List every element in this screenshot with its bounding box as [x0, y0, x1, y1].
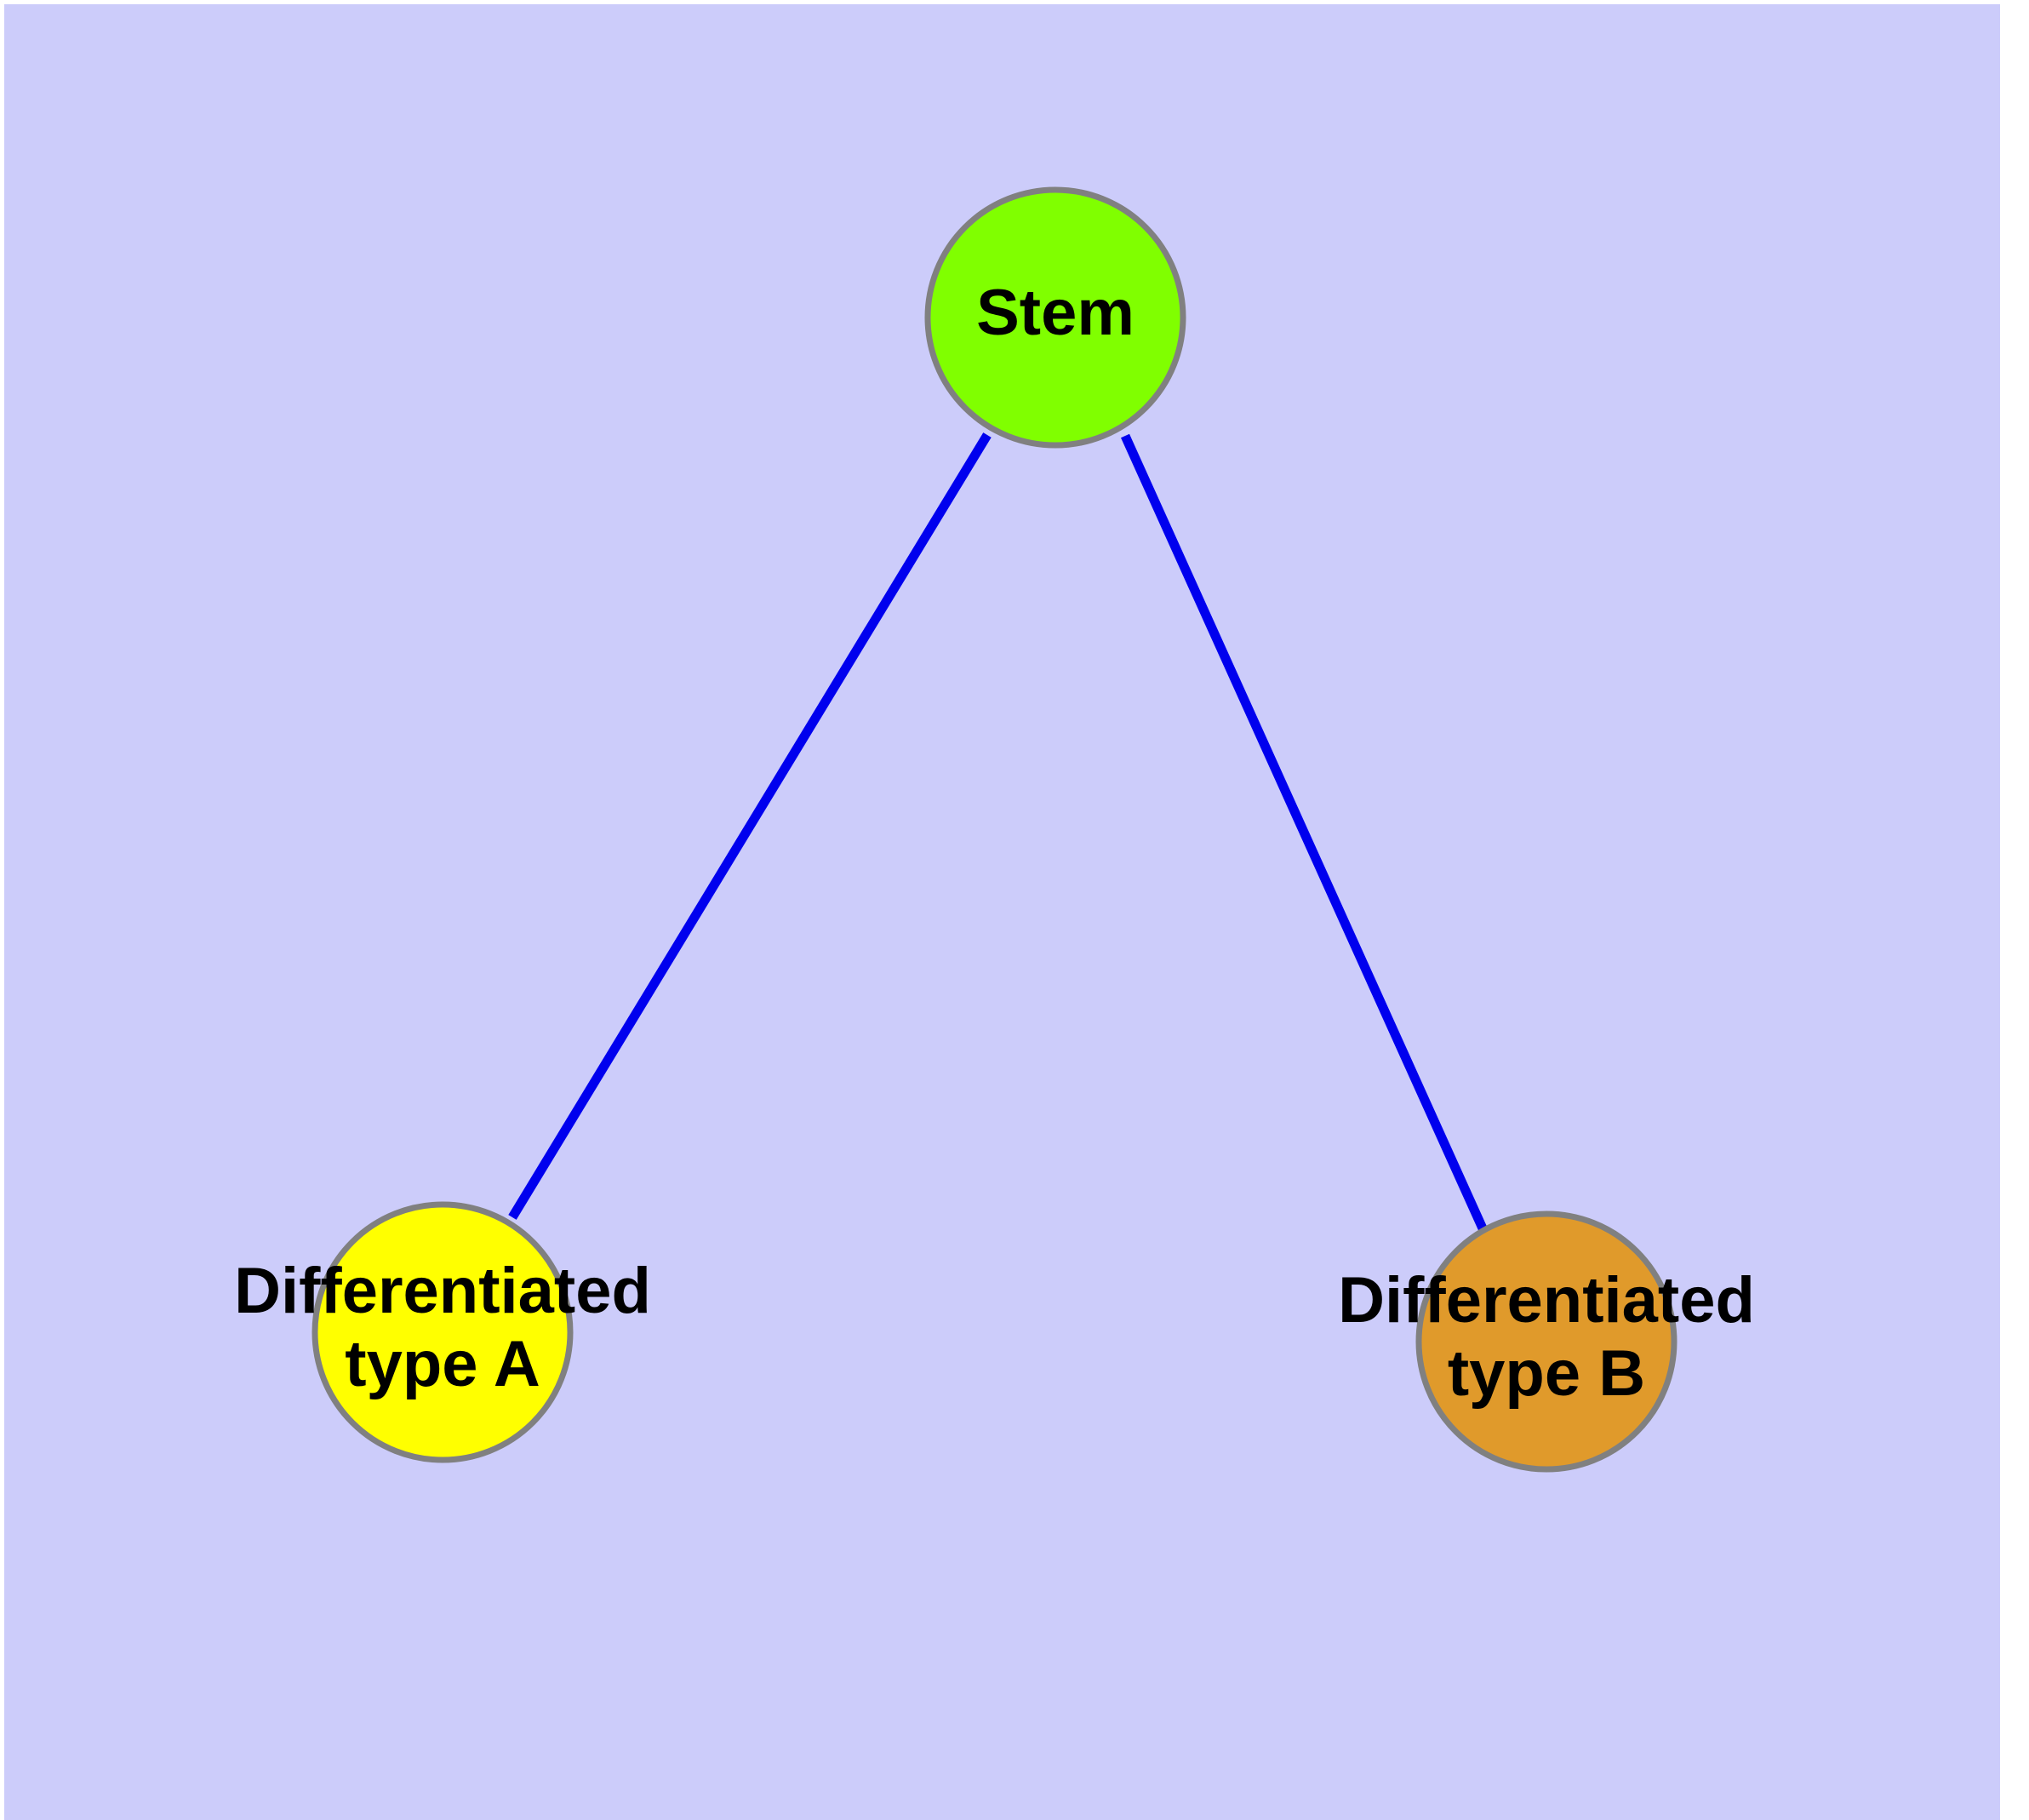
edge-stem-to-diff-b[interactable]: [1120, 433, 1488, 1231]
node-diff-b-circle[interactable]: [1415, 1210, 1677, 1473]
node-label-line: type B: [1448, 1337, 1645, 1410]
node-label-line: Stem: [976, 277, 1135, 349]
node-diff-a-circle[interactable]: [311, 1201, 574, 1463]
node-label-line: Differentiated: [1338, 1264, 1755, 1336]
node-label-line: Differentiated: [234, 1255, 651, 1327]
node-diff-a[interactable]: [311, 1201, 574, 1463]
nodes-group: [311, 186, 1677, 1473]
node-stem-label: Stem: [976, 277, 1135, 349]
node-label-line: type A: [345, 1328, 540, 1400]
edge-stem-to-diff-a[interactable]: [508, 432, 992, 1220]
node-stem[interactable]: [924, 186, 1186, 449]
node-stem-circle[interactable]: [924, 186, 1186, 449]
edges-group: [508, 432, 1488, 1231]
node-diff-b[interactable]: [1415, 1210, 1677, 1473]
